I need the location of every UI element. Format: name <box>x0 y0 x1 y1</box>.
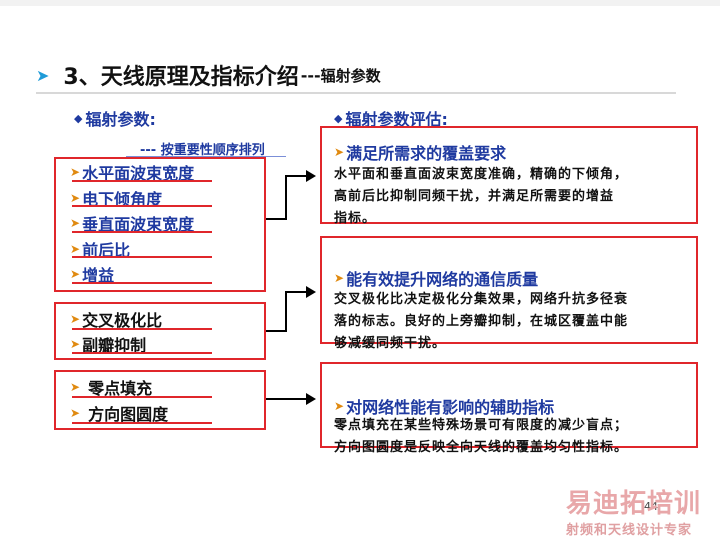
eval-box-2-line-2: 落的标志。良好的上旁瓣抑制，在城区覆盖中能 <box>334 314 629 329</box>
group1-box <box>54 157 266 292</box>
eval-box-1-line-3: 指标。 <box>334 211 377 226</box>
right-heading: ◆ 辐射参数评估: <box>334 106 448 130</box>
item-label: 增益 <box>82 266 115 285</box>
list-item: ➤ 水平面波束宽度 <box>70 160 194 184</box>
item-underline <box>72 180 212 182</box>
eval-box-2 <box>320 236 698 344</box>
item-label: 垂直面波束宽度 <box>82 215 195 234</box>
list-item: ➤ 副瓣抑制 <box>70 332 146 356</box>
connector-line <box>266 330 286 332</box>
item-label: 水平面波束宽度 <box>82 164 195 183</box>
orange-arrow-icon: ➤ <box>70 406 81 420</box>
item-label: 副瓣抑制 <box>82 336 147 355</box>
list-item: ➤ 零点填充 <box>70 375 152 399</box>
group3-box <box>54 370 266 430</box>
item-underline <box>72 205 212 207</box>
eval-box-1 <box>320 126 698 224</box>
connector-line <box>266 398 308 400</box>
list-item: ➤ 方向图圆度 <box>70 401 168 425</box>
item-label: 电下倾角度 <box>82 190 163 209</box>
list-item: ➤ 交叉极化比 <box>70 307 162 331</box>
connector-line <box>285 291 287 332</box>
orange-arrow-icon: ➤ <box>70 242 81 256</box>
item-underline <box>72 352 212 354</box>
connector-line <box>285 175 287 220</box>
left-heading: ◆ 辐射参数: <box>74 106 156 130</box>
connector-line <box>285 291 307 293</box>
eval-box-2-line-1: 交叉极化比决定极化分集效果，网络升抗多径衰 <box>334 292 629 307</box>
list-item: ➤ 前后比 <box>70 237 130 261</box>
item-underline <box>72 231 212 233</box>
list-item: ➤ 电下倾角度 <box>70 186 162 210</box>
item-underline <box>72 396 212 398</box>
page-number: 44 <box>644 500 658 513</box>
item-underline <box>72 422 212 424</box>
item-underline <box>72 282 212 284</box>
eval-title-text: 能有效提升网络的通信质量 <box>346 270 539 289</box>
eval-box-3 <box>320 362 698 448</box>
eval-title-text: 满足所需求的覆盖要求 <box>346 144 507 163</box>
diamond-icon: ◆ <box>74 111 83 125</box>
left-subtitle: --- 按重要性顺序排列 <box>140 143 265 158</box>
connector-line <box>266 218 286 220</box>
eval-box-3-line-1: 零点填充在某些特殊场景可有限度的减少盲点； <box>334 418 629 433</box>
eval-box-1-line-2: 高前后比抑制同频干扰，并满足所需要的增益 <box>334 189 615 204</box>
orange-arrow-icon: ➤ <box>70 191 81 205</box>
watermark-brand: 易迪拓培训 <box>566 489 702 519</box>
title-arrow-icon: ➤ <box>36 65 50 85</box>
arrowhead-icon <box>306 170 316 182</box>
subtitle-underline <box>126 156 286 157</box>
right-heading-text: 辐射参数评估: <box>345 110 448 129</box>
orange-arrow-icon: ➤ <box>70 216 81 230</box>
orange-arrow-icon: ➤ <box>70 380 81 394</box>
slide-title: ➤ 3、天线原理及指标介绍 --- 辐射参数 <box>36 58 381 92</box>
item-label: 前后比 <box>82 241 131 260</box>
orange-arrow-icon: ➤ <box>334 399 345 413</box>
eval-box-3-title: ➤ 对网络性能有影响的辅助指标 <box>334 394 554 418</box>
eval-box-1-line-1: 水平面和垂直面波束宽度准确，精确的下倾角， <box>334 167 629 182</box>
arrowhead-icon <box>306 286 316 298</box>
eval-box-3-line-2: 方向图圆度是反映全向天线的覆盖均匀性指标。 <box>334 440 629 455</box>
arrowhead-icon <box>306 393 316 405</box>
item-label: 零点填充 <box>88 379 153 398</box>
orange-arrow-icon: ➤ <box>70 165 81 179</box>
eval-title-text: 对网络性能有影响的辅助指标 <box>346 398 555 417</box>
eval-box-2-title: ➤ 能有效提升网络的通信质量 <box>334 266 538 290</box>
orange-arrow-icon: ➤ <box>334 271 345 285</box>
item-label: 方向图圆度 <box>88 405 169 424</box>
watermark-tagline: 射频和天线设计专家 <box>566 523 693 538</box>
item-label: 交叉极化比 <box>82 311 163 330</box>
orange-arrow-icon: ➤ <box>334 145 345 159</box>
orange-arrow-icon: ➤ <box>70 337 81 351</box>
orange-arrow-icon: ➤ <box>70 267 81 281</box>
orange-arrow-icon: ➤ <box>70 312 81 326</box>
eval-box-2-line-3: 够减缓同频干扰。 <box>334 336 447 351</box>
group2-box <box>54 302 266 360</box>
title-main: 3、天线原理及指标介绍 <box>63 65 299 90</box>
list-item: ➤ 增益 <box>70 262 114 286</box>
eval-box-1-title: ➤ 满足所需求的覆盖要求 <box>334 140 506 164</box>
title-underline <box>36 92 676 94</box>
diamond-icon: ◆ <box>334 111 343 125</box>
title-dash: --- <box>300 65 321 85</box>
connector-line <box>285 175 307 177</box>
left-heading-text: 辐射参数: <box>85 110 156 129</box>
item-underline <box>72 328 212 330</box>
list-item: ➤ 垂直面波束宽度 <box>70 211 194 235</box>
item-underline <box>72 256 212 258</box>
title-sub: 辐射参数 <box>320 66 381 85</box>
top-rule <box>0 0 720 6</box>
